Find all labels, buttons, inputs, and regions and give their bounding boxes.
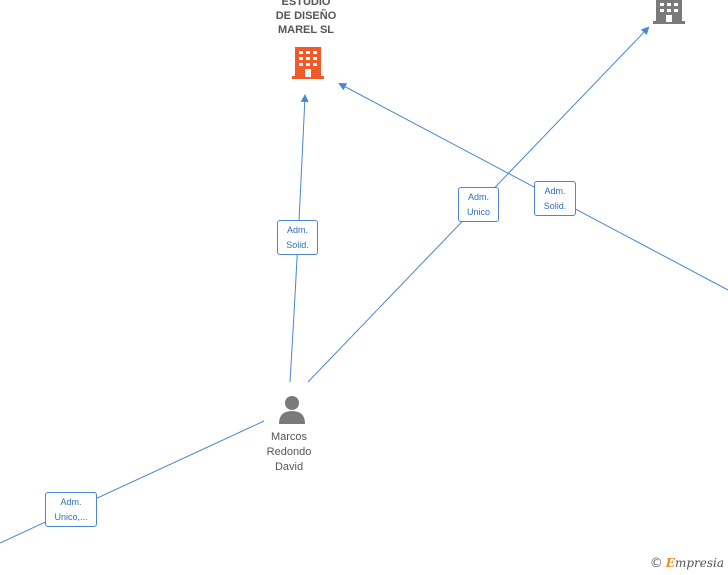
person-main-label-line-2: Redondo xyxy=(266,446,312,458)
person-main-label-line-3: David xyxy=(274,461,304,473)
edge-bottom-left-to-person xyxy=(0,420,265,544)
person-icon[interactable] xyxy=(277,394,307,424)
edge-label-line: Solid. xyxy=(543,201,567,211)
company-main-label-line-1: ESTUDIO xyxy=(281,0,331,8)
company-main-label[interactable]: ESTUDIO DE DISEÑO MAREL SL xyxy=(256,0,356,37)
edge-label-line: Adm. xyxy=(544,186,566,196)
brand-logo-rest: mpresia xyxy=(674,556,724,570)
edge-label-person-to-company-main[interactable]: Adm. Solid. xyxy=(277,220,318,255)
edge-label-line: Solid. xyxy=(286,240,309,250)
company-main-label-line-3: MAREL SL xyxy=(277,24,335,36)
person-main-label-line-1: Marcos xyxy=(270,431,308,443)
building-icon[interactable] xyxy=(292,46,324,80)
company-main-label-line-2: DE DISEÑO xyxy=(275,10,337,22)
edge-label-person-to-company-top-right[interactable]: Adm. Unico xyxy=(458,187,499,222)
edge-label-line: Adm. xyxy=(467,192,489,202)
edge-label-right-to-company-main[interactable]: Adm. Solid. xyxy=(534,181,576,216)
edge-label-bottom-left-to-person[interactable]: Adm. Unico,... xyxy=(45,492,97,527)
edge-label-line: Unico xyxy=(466,207,490,217)
edge-label-line: Adm. xyxy=(60,497,82,507)
brand-logo[interactable]: Empresia xyxy=(666,556,724,570)
footer-brand: ©Empresia xyxy=(650,555,724,571)
edge-label-line: Adm. xyxy=(286,225,308,235)
brand-logo-initial: E xyxy=(665,556,675,570)
building-icon[interactable] xyxy=(653,0,685,26)
copyright-symbol: © xyxy=(649,556,663,571)
edge-label-line: Unico,... xyxy=(54,512,88,522)
person-main-label[interactable]: Marcos Redondo David xyxy=(249,430,329,475)
